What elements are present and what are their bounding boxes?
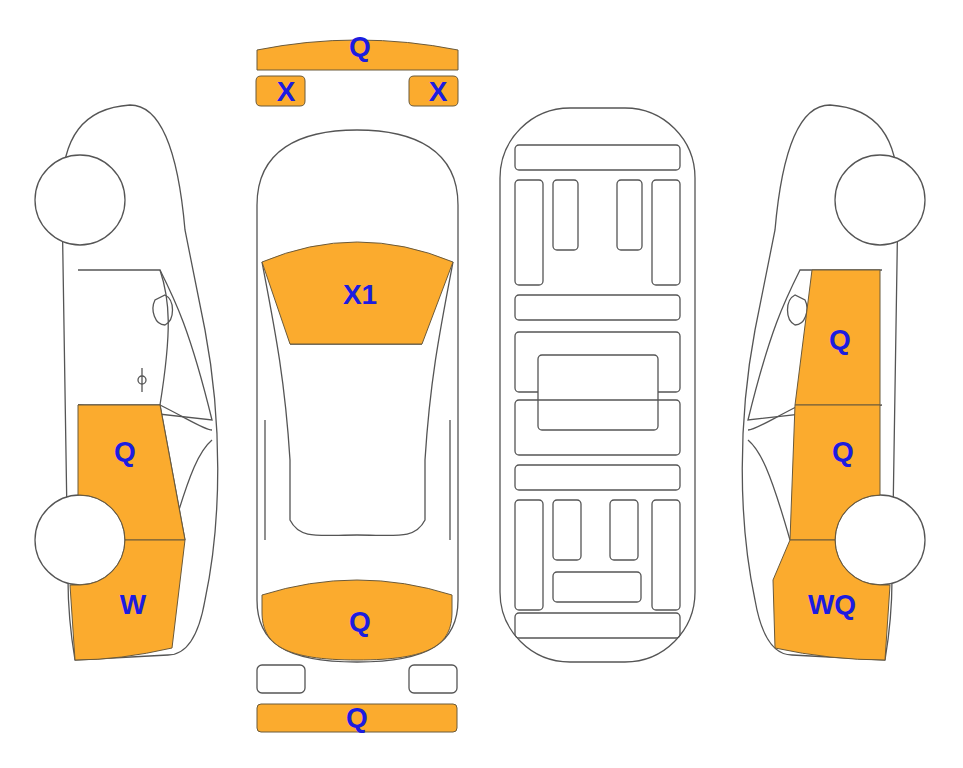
headlight-panel: X bbox=[408, 75, 460, 108]
panel-fill bbox=[70, 540, 185, 660]
rear-door-panel: Q bbox=[788, 403, 882, 543]
front-bumper-panel: Q bbox=[255, 34, 460, 72]
damage-code: Q bbox=[832, 438, 854, 466]
panel-fill bbox=[409, 76, 458, 106]
damage-code: Q bbox=[829, 326, 851, 354]
panel-fill bbox=[795, 270, 880, 405]
rear-bumper-panel: Q bbox=[255, 702, 460, 734]
damage-code: Q bbox=[346, 704, 368, 732]
panel-fill bbox=[790, 405, 880, 540]
headlight-panel: X bbox=[255, 75, 307, 108]
rear-fender-panel: W bbox=[68, 538, 188, 663]
front-door-panel: Q bbox=[792, 268, 882, 407]
damage-code: Q bbox=[349, 608, 371, 636]
panel-shape bbox=[788, 403, 882, 543]
top-view bbox=[257, 130, 458, 693]
panel-fill bbox=[262, 242, 453, 344]
panel-fill bbox=[256, 76, 305, 106]
rear-door-panel: Q bbox=[76, 403, 188, 543]
damage-code: W bbox=[120, 591, 146, 619]
side-view bbox=[742, 105, 925, 660]
panel-fill bbox=[78, 405, 185, 540]
panel-fill bbox=[257, 704, 457, 732]
damage-code: X bbox=[429, 78, 448, 106]
rear-fender-panel: WQ bbox=[771, 538, 893, 663]
panel-shape bbox=[76, 403, 188, 543]
windshield-panel: X1 bbox=[260, 238, 456, 346]
damage-code: WQ bbox=[808, 591, 856, 619]
panel-fill bbox=[773, 540, 890, 660]
damage-code: Q bbox=[114, 438, 136, 466]
damage-code: X1 bbox=[343, 281, 377, 309]
damage-code: Q bbox=[349, 33, 371, 61]
trunk-panel: Q bbox=[260, 570, 456, 662]
damage-code: X bbox=[277, 78, 296, 106]
panel-fill bbox=[262, 580, 452, 660]
side-view bbox=[35, 105, 218, 660]
underside-view bbox=[500, 108, 695, 662]
